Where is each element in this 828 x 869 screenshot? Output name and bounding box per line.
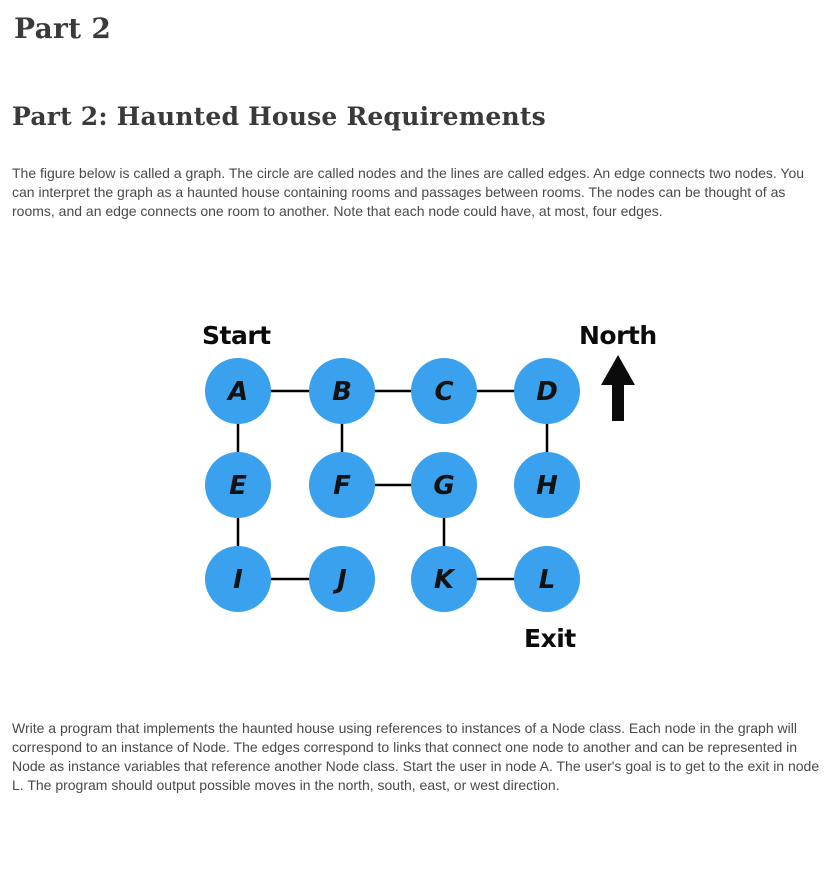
node-circle-K — [411, 546, 477, 612]
node-label-F: F — [333, 471, 351, 501]
closing-paragraph: Write a program that implements the haun… — [12, 720, 820, 793]
node-circle-B — [309, 358, 375, 424]
node-circle-A — [205, 358, 271, 424]
node-label-K: K — [434, 565, 456, 595]
node-circle-C — [411, 358, 477, 424]
part-title: Part 2 — [14, 12, 112, 45]
node-circle-D — [514, 358, 580, 424]
node-circle-L — [514, 546, 580, 612]
node-circle-I — [205, 546, 271, 612]
node-circle-F — [309, 452, 375, 518]
node-circle-G — [411, 452, 477, 518]
node-label-I: I — [233, 565, 243, 595]
node-label-C: C — [434, 377, 453, 407]
north-label: North — [579, 321, 657, 350]
node-label-D: D — [536, 377, 558, 407]
exit-label: Exit — [524, 624, 576, 653]
document-page: Part 2 Part 2: Haunted House Requirement… — [0, 12, 828, 795]
node-label-G: G — [433, 471, 454, 501]
start-label: Start — [202, 321, 271, 350]
node-label-L: L — [539, 565, 556, 595]
graph-edges — [236, 389, 549, 581]
section-heading: Part 2: Haunted House Requirements — [12, 102, 546, 131]
node-circle-J — [309, 546, 375, 612]
node-label-H: H — [536, 471, 558, 501]
intro-paragraph: The figure below is called a graph. The … — [12, 165, 805, 219]
node-circle-H — [514, 452, 580, 518]
north-arrow-icon — [601, 355, 635, 421]
node-label-E: E — [229, 471, 247, 501]
node-label-A: A — [226, 377, 248, 407]
node-circle-E — [205, 452, 271, 518]
node-label-B: B — [332, 377, 352, 407]
